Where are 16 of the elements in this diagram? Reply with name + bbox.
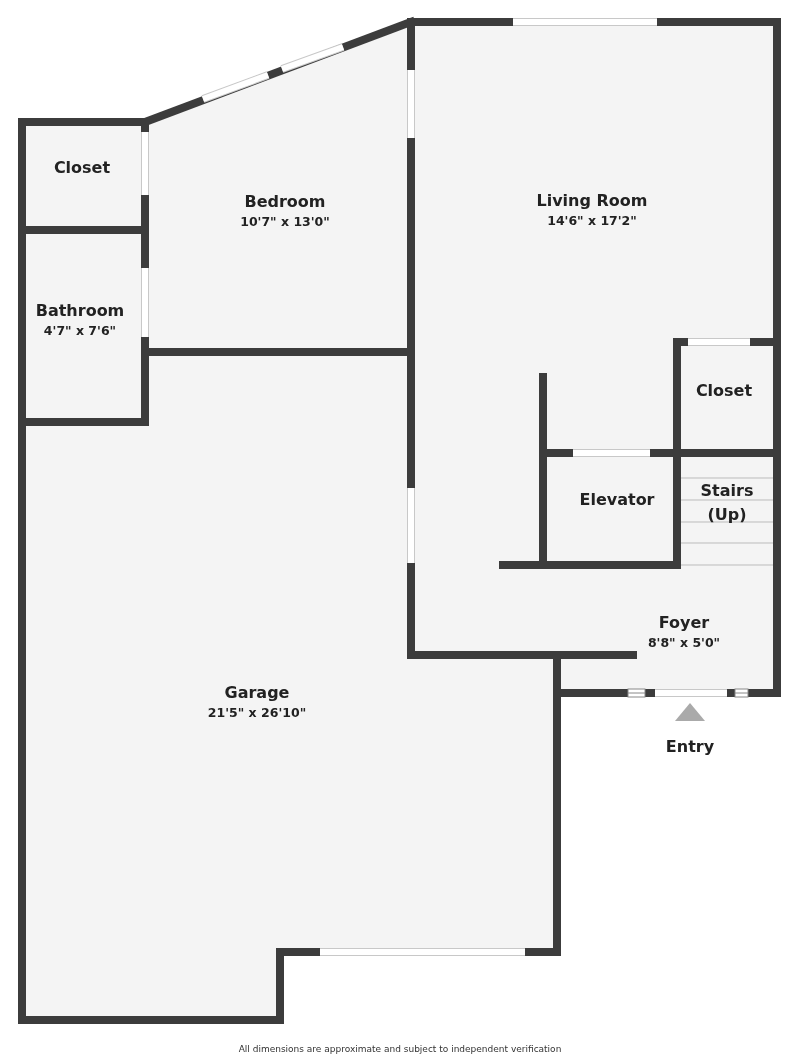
room-name: Closet — [53, 157, 111, 179]
room-name: Foyer — [657, 612, 711, 634]
room-name: Elevator — [579, 489, 655, 511]
room-name: Stairs (Up) — [699, 480, 755, 526]
room-name: Bedroom — [243, 191, 327, 213]
room-dimensions: 10'7" x 13'0" — [240, 213, 330, 231]
room-name: Bathroom — [35, 300, 125, 322]
disclaimer-note: All dimensions are approximate and subject to independent verification — [238, 1044, 562, 1054]
room-dimensions: 4'7" x 7'6" — [42, 322, 118, 340]
room-name: Garage — [223, 682, 291, 704]
room-name: Closet — [695, 380, 753, 402]
room-dimensions: 21'5" x 26'10" — [207, 704, 307, 722]
room-dimensions: 8'8" x 5'0" — [647, 634, 721, 652]
room-name: Living Room — [536, 190, 648, 212]
room-dimensions: 14'6" x 17'2" — [546, 212, 638, 230]
entry-label: Entry — [665, 736, 715, 756]
